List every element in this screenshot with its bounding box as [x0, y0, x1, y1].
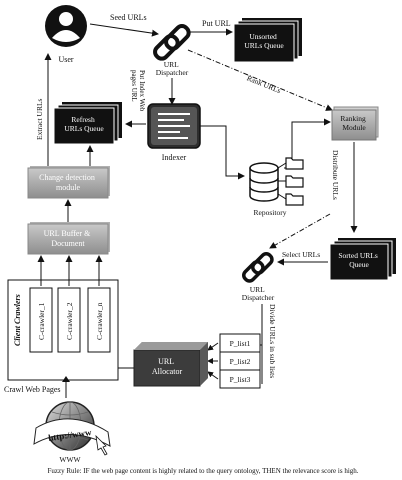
edge-label-put-index-1: Put Index Web [138, 70, 146, 112]
sorted-queue-line1: Sorted URLs [338, 251, 377, 260]
edge-label-divide-urls: Divide URLs in sub lists [268, 304, 277, 378]
svg-text:Refresh URLs Queue: Refresh URLs Queue [64, 115, 104, 133]
unsorted-queue-line2: URLs Queue [244, 41, 284, 50]
allocator-line1: URL [158, 357, 174, 366]
www-globe: http://www WWW [33, 401, 111, 464]
change-line2: module [56, 183, 80, 192]
caption: Fuzzy Rule: IF the web page content is h… [47, 467, 358, 475]
svg-text:URL Dispatcher: URL Dispatcher [156, 60, 189, 77]
user-node: User [45, 5, 87, 64]
indexer-lines-icon [158, 113, 190, 139]
svg-text:URL Allocator: URL Allocator [152, 357, 183, 376]
ranking-line1: Ranking [340, 114, 366, 123]
indexer-node: Indexer [147, 103, 201, 162]
edge-plist3-allocator [207, 371, 219, 380]
refresh-urls-queue: Refresh URLs Queue [53, 102, 122, 145]
repository-label: Repository [254, 208, 287, 217]
url-allocator: URL Allocator [133, 342, 208, 387]
refresh-queue-line2: URLs Queue [64, 124, 104, 133]
client-crawlers-label: Client Crawlers [13, 294, 22, 346]
buffer-line1: URL Buffer & [44, 229, 91, 238]
unsorted-queue-line1: Unsorted [249, 32, 277, 41]
dispatcher-bottom-line1: URL [250, 285, 265, 294]
svg-text:Unsorted URLs Queue: Unsorted URLs Queue [244, 32, 284, 50]
edge-label-extract-urls: Extract URLs [35, 98, 44, 140]
plist2-label: P_list2 [230, 357, 251, 366]
database-icon [249, 162, 279, 202]
edge-label-rank-urls: Rank URLs [246, 73, 282, 95]
sorted-queue-line2: Queue [349, 260, 369, 269]
sorted-urls-queue: Sorted URLs Queue [329, 238, 396, 281]
chain-link-icon [153, 24, 191, 61]
crawler-n-label: C-crawler_n [95, 302, 104, 340]
svg-text:URL Buffer & Document: URL Buffer & Document [44, 229, 93, 248]
edge-label-seed-urls: Seed URLs [110, 13, 147, 22]
crawler-2-label: C-crawler_2 [65, 302, 74, 340]
plist3-box [219, 369, 261, 389]
url-buffer-document: URL Buffer & Document [27, 222, 110, 255]
edge-seed-urls [89, 23, 159, 37]
unsorted-urls-queue: Unsorted URLs Queue [233, 18, 302, 63]
refresh-queue-line1: Refresh [71, 115, 95, 124]
edge-label-select-urls: Select URLs [282, 250, 320, 259]
change-detection-module: Change detection module [27, 166, 110, 199]
crawler-1-label: C-crawler_1 [37, 302, 46, 340]
svg-text:Change detection module: Change detection module [39, 173, 97, 192]
svg-text:URL Dispatcher: URL Dispatcher [242, 285, 275, 302]
allocator-line2: Allocator [152, 367, 183, 376]
edge-label-put-url: Put URL [202, 19, 231, 28]
folder-icons [285, 157, 304, 206]
user-label: User [58, 55, 73, 64]
edge-label-crawl-web-pages: Crawl Web Pages [4, 385, 61, 394]
edge-indexer-to-repository [200, 125, 245, 180]
edge-label-distribute-urls: Distribute URLs [331, 150, 340, 200]
edge-rank-urls [187, 49, 333, 111]
dispatcher-bottom-line2: Dispatcher [242, 293, 275, 302]
crawler-2-box [57, 287, 81, 353]
dispatcher-top-line1: URL [164, 60, 179, 69]
repository-node: Repository [249, 157, 304, 217]
crawler-1-box [29, 287, 53, 353]
buffer-line2: Document [51, 239, 85, 248]
plist3-label: P_list3 [230, 375, 251, 384]
ranking-module: Ranking Module [331, 106, 379, 141]
www-label: WWW [59, 455, 81, 464]
client-crawlers-panel: Client Crawlers C-crawler_1 C-crawler_2 … [7, 279, 119, 381]
indexer-label: Indexer [162, 153, 187, 162]
ranking-line2: Module [342, 123, 366, 132]
edge-plist1-allocator [207, 342, 219, 351]
edge-label-put-index-2: pages URL [130, 70, 138, 102]
dispatcher-top-line2: Dispatcher [156, 68, 189, 77]
crawler-n-box [87, 287, 111, 353]
edge-dashdot-bottom [269, 213, 331, 249]
svg-text:Put Index Web pages URL: Put Index Web pages URL [130, 70, 146, 113]
svg-text:Sorted URLs Queue: Sorted URLs Queue [338, 251, 379, 269]
svg-text:Ranking Module: Ranking Module [340, 114, 367, 132]
plist-stack: P_list1 P_list2 P_list3 [219, 333, 261, 389]
chain-link-icon-bottom [242, 252, 274, 283]
url-dispatcher-top: URL Dispatcher [153, 24, 191, 77]
url-dispatcher-bottom: URL Dispatcher [242, 252, 275, 302]
change-line1: Change detection [39, 173, 95, 182]
plist1-label: P_list1 [230, 339, 251, 348]
cursor-icon [95, 434, 108, 456]
